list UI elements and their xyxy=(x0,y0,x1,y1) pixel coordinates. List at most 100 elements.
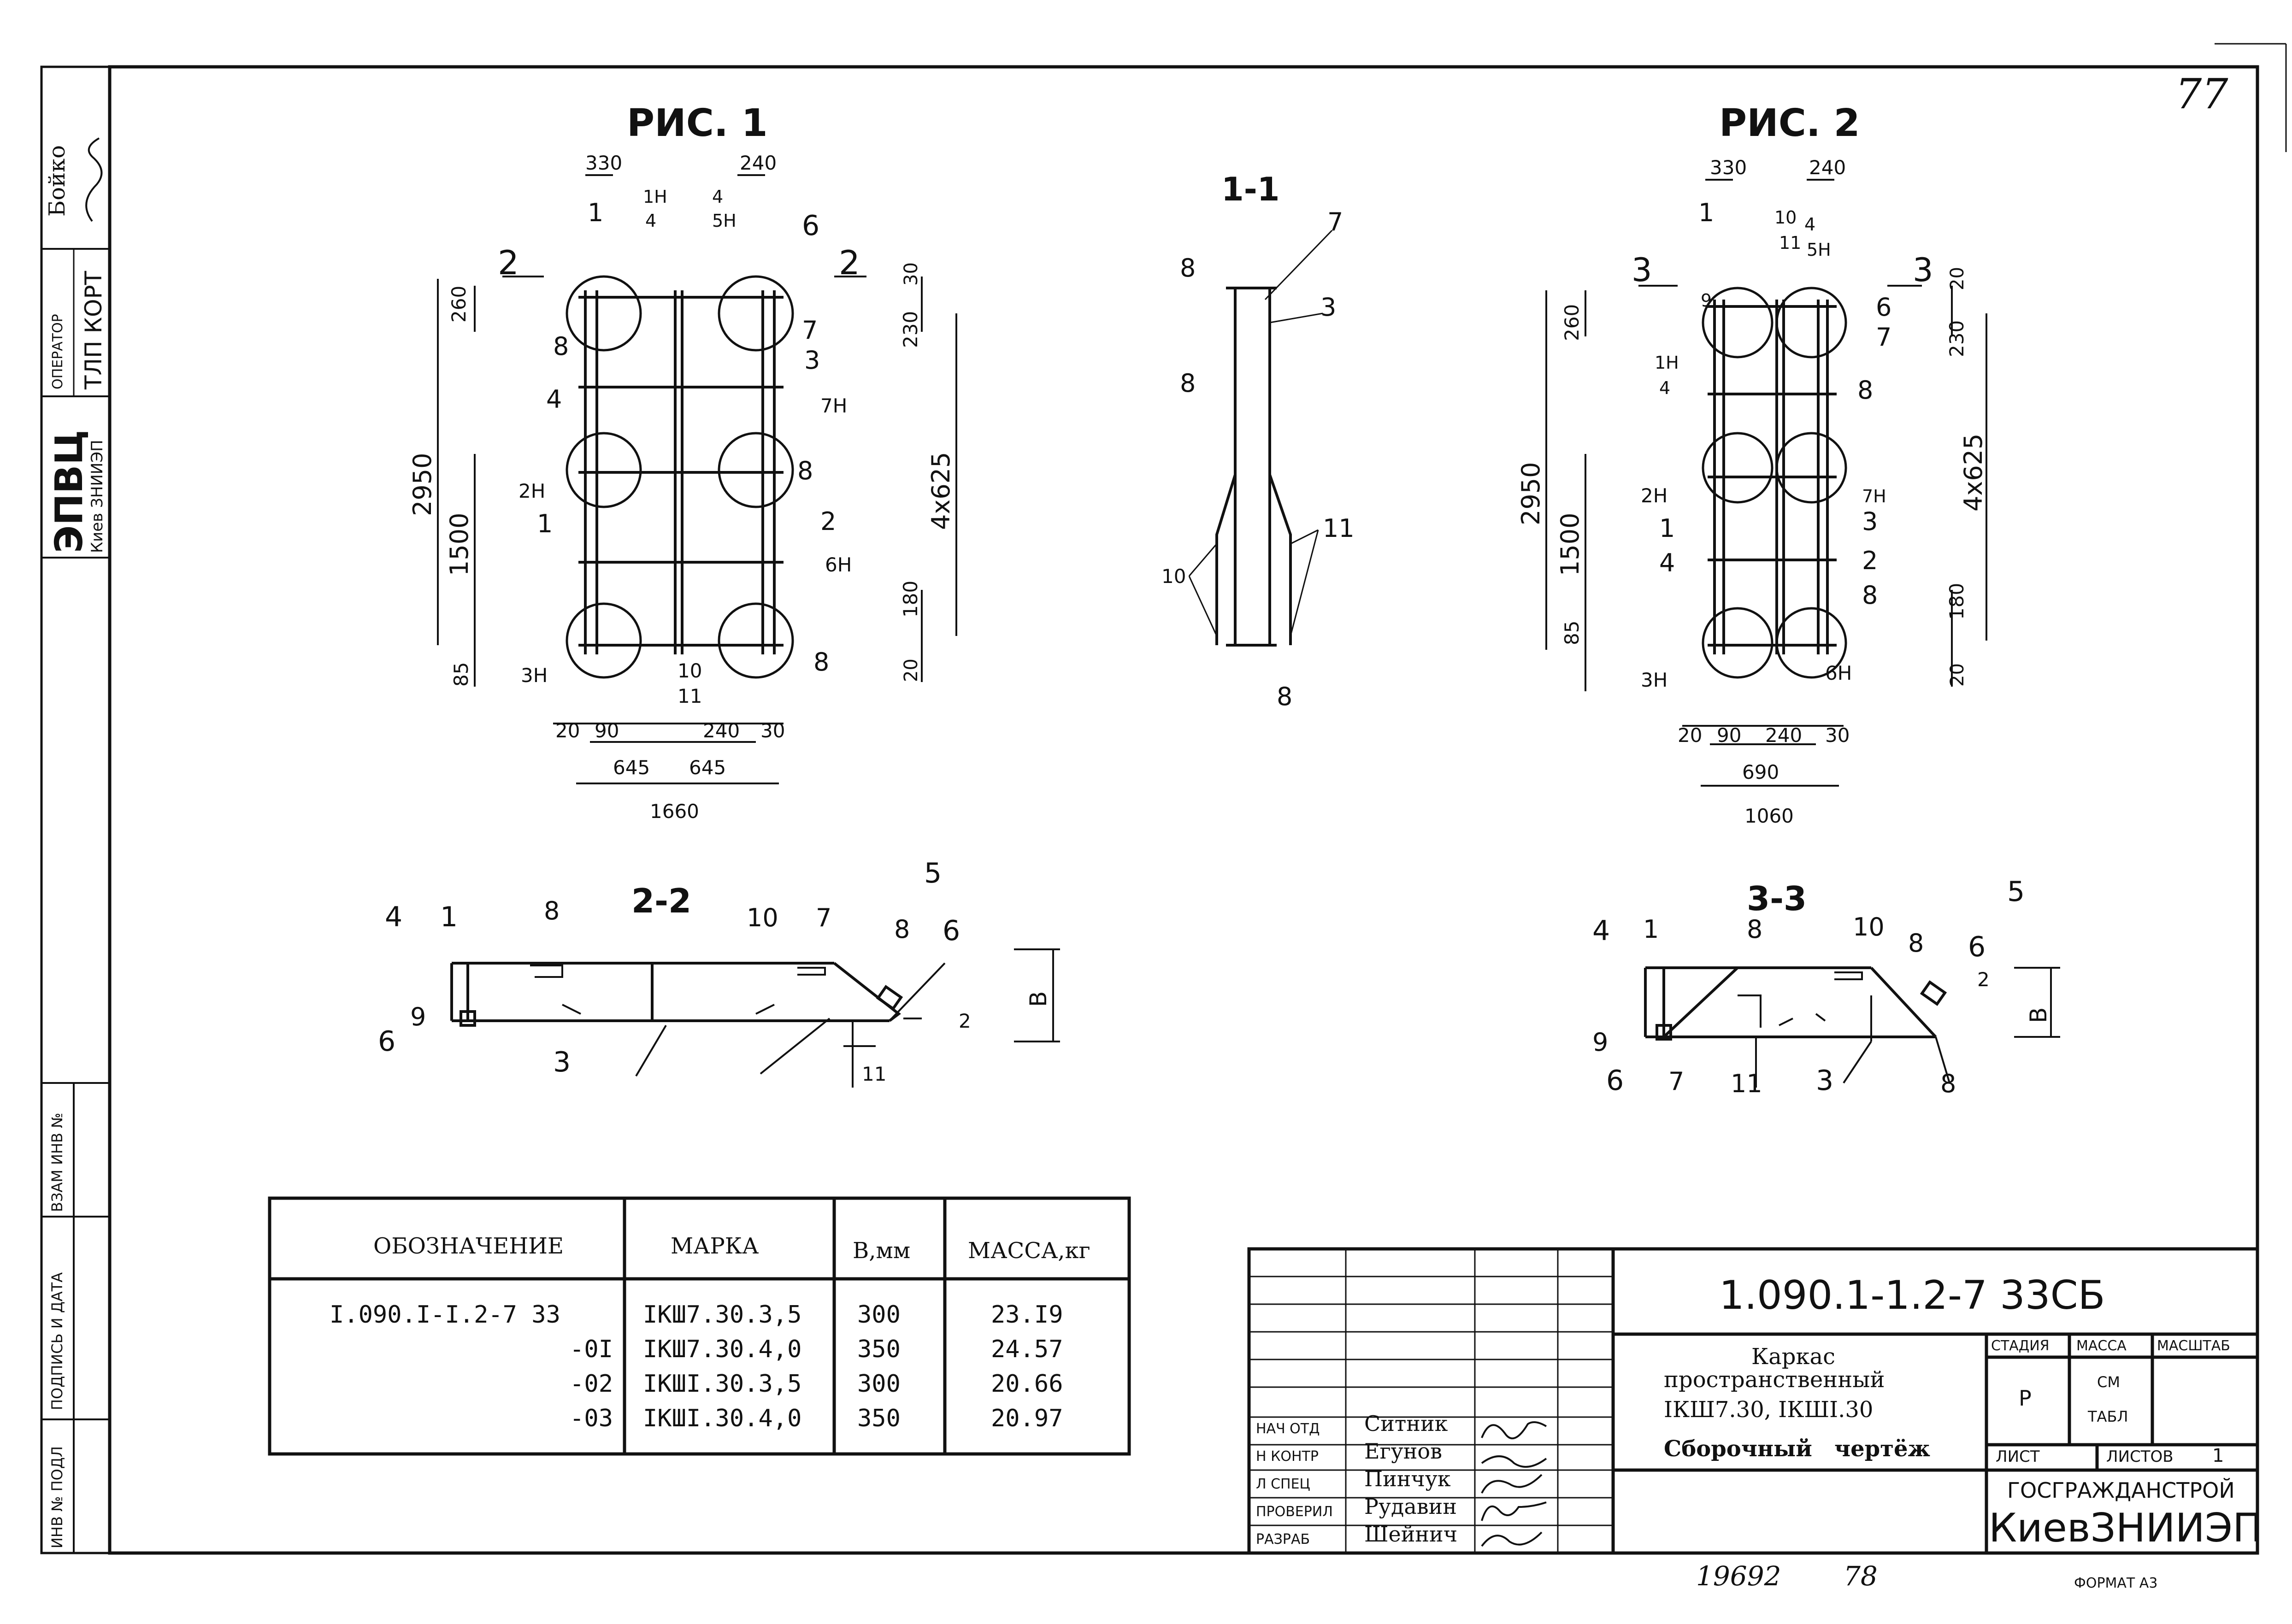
page-number: 77 xyxy=(2175,70,2228,118)
mark-label: 6 xyxy=(943,915,960,947)
mark-label: 3 xyxy=(1862,507,1878,536)
mark-label: 8 xyxy=(894,915,910,944)
stamp-sub: Киев ЗНИИЭП xyxy=(88,440,106,553)
mark-label: 1 xyxy=(1659,514,1675,543)
mark-label: 2 xyxy=(820,507,836,536)
stage-label: СТАДИЯ xyxy=(1991,1338,2050,1354)
mark-label: 10 xyxy=(1853,912,1885,941)
dim-label: 30 xyxy=(760,719,785,742)
mark-label: 2 xyxy=(839,243,860,282)
mark-label: 11 xyxy=(1323,514,1355,543)
mark-label: 3 xyxy=(1913,251,1933,289)
mark-label: 8 xyxy=(797,456,813,485)
dim-label: 20 xyxy=(1678,724,1702,747)
mark-label: 7Н xyxy=(820,394,847,417)
table-cell: 350 xyxy=(857,1336,901,1363)
dim-label: 240 xyxy=(740,152,777,174)
mark-label: 6Н xyxy=(825,553,852,576)
table-cell: 300 xyxy=(857,1370,901,1398)
dim-label: 645 xyxy=(613,756,650,779)
stage-value: Р xyxy=(2019,1386,2032,1411)
mark-label: 7 xyxy=(802,316,818,345)
mark-label: 6Н xyxy=(1825,662,1852,684)
dim-label: 240 xyxy=(1809,156,1846,179)
mark-label: 8 xyxy=(1180,253,1196,282)
mark-label: 8 xyxy=(1180,369,1196,398)
org-line-1: ГОСГРАЖДАНСТРОЙ xyxy=(2007,1478,2235,1503)
mark-label: 5 xyxy=(924,857,942,889)
section-2-2: 2-2 4 1 8 10 xyxy=(378,857,1060,1088)
mark-label: 3Н xyxy=(1641,669,1667,691)
mark-label: 5 xyxy=(2007,876,2025,908)
role-label: Л СПЕЦ xyxy=(1256,1476,1310,1492)
mark-label: 9 xyxy=(1701,290,1712,311)
dim-label: 240 xyxy=(703,719,740,742)
title-name-2: пространственный xyxy=(1664,1367,1885,1393)
mark-label: 1 xyxy=(537,509,553,538)
left-strip-labels: ВЗАМ ИНВ № ПОДПИСЬ И ДАТА ИНВ № ПОДЛ xyxy=(48,1112,66,1548)
mark-label: 4 xyxy=(645,211,656,231)
mass-value-b: ТАБЛ xyxy=(2087,1408,2128,1425)
signer-name: Ситник xyxy=(1364,1411,1448,1436)
fig1-title: РИС. 1 xyxy=(627,101,768,145)
dim-label: 90 xyxy=(1717,724,1741,747)
signature-rows: НАЧ ОТД Ситник Н КОНТР Егунов Л СПЕЦ Пин… xyxy=(1256,1411,1457,1548)
table-cell: -03 xyxy=(570,1405,613,1432)
table-cell: 20.97 xyxy=(991,1405,1063,1432)
mark-label: 11 xyxy=(678,685,702,707)
figure-2: РИС. 2 xyxy=(1516,101,1988,827)
role-label: ПРОВЕРИЛ xyxy=(1256,1504,1333,1520)
mark-label: 9 xyxy=(410,1002,426,1031)
mark-label: 4 xyxy=(385,901,402,933)
title-subtitle-a: Сборочный xyxy=(1664,1436,1812,1462)
mark-label: 7 xyxy=(1327,207,1343,236)
format-label: ФОРМАТ А3 xyxy=(2074,1575,2157,1591)
mark-label: 2 xyxy=(959,1010,971,1032)
mark-label: 9 xyxy=(1592,1028,1608,1057)
fig2-dimensions: 330 240 20 260 230 2950 1500 4x625 85 18… xyxy=(1516,156,1988,827)
table-cell: 23.I9 xyxy=(991,1301,1063,1329)
dim-label: 85 xyxy=(1561,621,1583,645)
table-header: ОБОЗНАЧЕНИЕ xyxy=(373,1233,564,1259)
mark-label: 4 xyxy=(1659,548,1675,577)
mass-value-a: СМ xyxy=(2097,1373,2120,1391)
mark-label: 7 xyxy=(816,903,831,932)
mark-label: 6 xyxy=(1968,931,1986,963)
dim-label: 30 xyxy=(901,262,922,286)
spec-table: ОБОЗНАЧЕНИЕ МАРКА В,мм МАССА,кг I.090.I-… xyxy=(268,1196,1131,1456)
mark-label: 1Н xyxy=(1655,353,1679,373)
table-cell: IКШI.30.3,5 xyxy=(643,1370,801,1398)
dim-label: 4x625 xyxy=(1959,434,1988,512)
mark-label: 1Н xyxy=(643,187,667,207)
mark-label: 5Н xyxy=(712,211,737,231)
mark-label: 3 xyxy=(1816,1065,1833,1097)
mark-label: 8 xyxy=(1277,682,1292,711)
title-subtitle-b: чертёж xyxy=(1834,1436,1930,1462)
mark-label: 3Н xyxy=(521,664,548,687)
dim-label: 20 xyxy=(555,719,580,742)
title-name-1: Каркас xyxy=(1751,1344,1835,1370)
mark-label: 11 xyxy=(862,1063,886,1085)
role-label: РАЗРАБ xyxy=(1256,1531,1310,1548)
dim-label: 1660 xyxy=(650,800,699,823)
mark-label: 2 xyxy=(1862,546,1878,575)
section-11-title: 1-1 xyxy=(1221,171,1279,208)
dim-label: 1060 xyxy=(1744,805,1794,827)
section-3-3: 3-3 4 1 8 10 8 5 6 xyxy=(1592,876,2060,1098)
mark-label: 6 xyxy=(378,1025,395,1058)
mark-label: 10 xyxy=(1161,565,1186,588)
mark-label: 10 xyxy=(747,903,778,932)
dim-label: 180 xyxy=(899,581,922,618)
mark-label: 2Н xyxy=(1641,484,1667,507)
dim-label: 230 xyxy=(899,311,922,348)
mark-label: 6 xyxy=(802,210,819,242)
table-cell: 20.66 xyxy=(991,1370,1063,1398)
mark-label: 1 xyxy=(588,198,603,227)
table-header: В,мм xyxy=(853,1238,910,1264)
table-header: МАССА,кг xyxy=(968,1238,1090,1264)
side-stamp: ЭПВЦ Киев ЗНИИЭП ОПЕРАТОР ТЛП КОРТ Бойко xyxy=(44,137,107,553)
table-header: МАРКА xyxy=(671,1233,759,1259)
signer-name: Шейнич xyxy=(1364,1522,1457,1547)
mark-label: 3 xyxy=(1320,293,1336,322)
mark-label: 8 xyxy=(553,332,569,361)
